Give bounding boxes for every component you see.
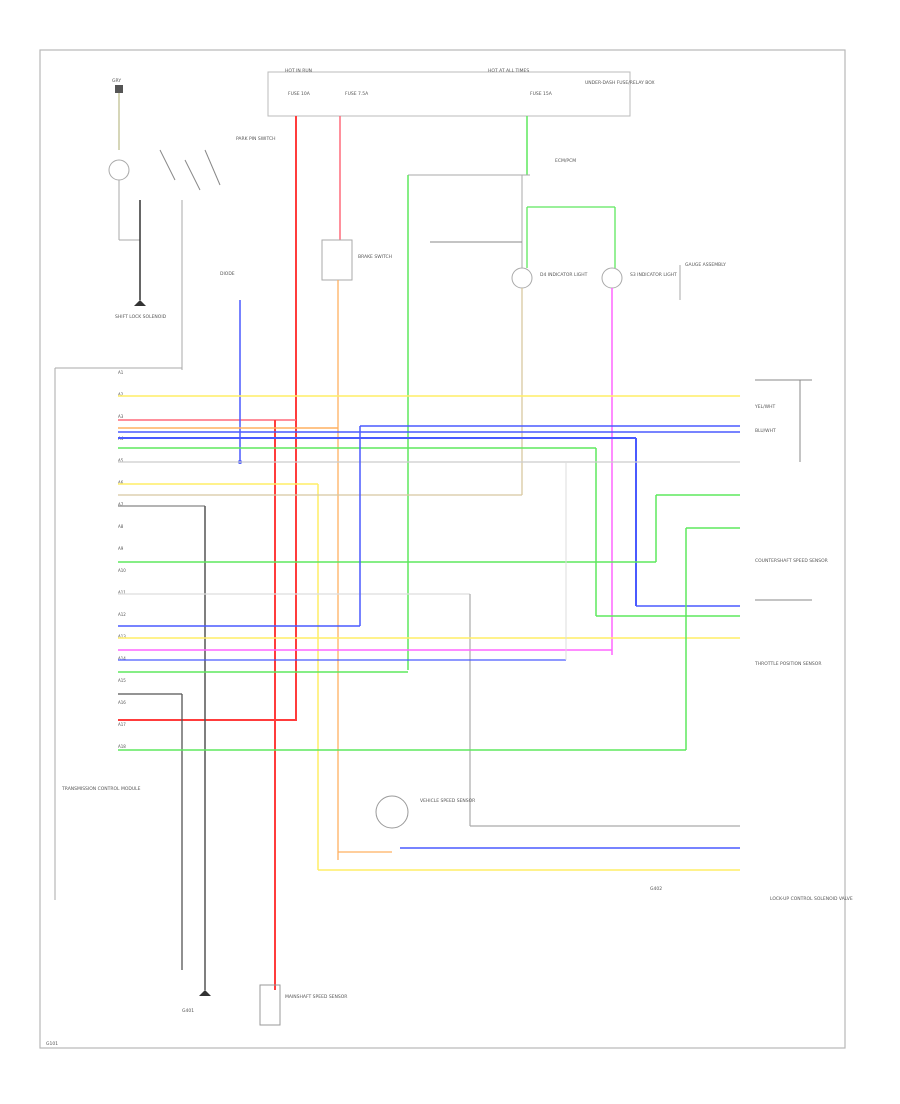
switch-arm-2 xyxy=(184,159,201,191)
pin-label: A9 xyxy=(118,546,124,551)
d4-light-label: D4 INDICATOR LIGHT xyxy=(540,272,588,278)
ground-symbol-bottom xyxy=(199,990,211,996)
fuse-box-right-label: HOT AT ALL TIMES xyxy=(488,68,529,74)
speed-sensor-label: VEHICLE SPEED SENSOR xyxy=(420,798,475,804)
tcm-label: TRANSMISSION CONTROL MODULE xyxy=(61,786,141,792)
pin-label: A12 xyxy=(118,612,126,617)
switch-arm-3 xyxy=(204,149,221,186)
pin-label: A1 xyxy=(118,370,124,375)
fuse-box-left-label: HOT IN RUN xyxy=(285,68,312,74)
pin-label: A18 xyxy=(118,744,126,749)
wire-red-main xyxy=(118,116,297,721)
brake-switch-label: BRAKE SWITCH xyxy=(358,254,392,260)
d4-light-symbol xyxy=(511,267,533,289)
pin-label: A6 xyxy=(118,480,124,485)
fuse-a-label: FUSE 10A xyxy=(288,91,311,97)
gauge-module-label: MAINSHAFT SPEED SENSOR xyxy=(285,994,347,1000)
pin-label: A17 xyxy=(118,722,126,727)
switch-arm-1 xyxy=(159,149,176,181)
diode-label: DIODE xyxy=(220,271,235,277)
brake-switch-box xyxy=(321,239,353,281)
pin-label: A14 xyxy=(118,656,126,661)
pin-label: A7 xyxy=(118,502,124,507)
fuse-c-label: FUSE 15A xyxy=(530,91,553,97)
pin-label: A11 xyxy=(118,590,126,595)
pin-label: A2 xyxy=(118,392,124,397)
fuse-b-label: FUSE 7.5A xyxy=(345,91,369,97)
gauge-assembly-label: GAUGE ASSEMBLY xyxy=(685,262,726,268)
throttle-sensor-label: THROTTLE POSITION SENSOR xyxy=(754,661,821,667)
ground-symbol-left xyxy=(134,300,146,306)
s3-light-symbol xyxy=(601,267,623,289)
pin-label: A10 xyxy=(118,568,126,573)
s3-light-label: S3 INDICATOR LIGHT xyxy=(630,272,677,278)
ground-right-label: G402 xyxy=(650,886,662,892)
ecm-label: ECM/PCM xyxy=(555,158,576,164)
pin-label: A15 xyxy=(118,678,126,683)
solenoid-valve-label: LOCK-UP CONTROL SOLENOID VALVE xyxy=(770,896,853,902)
pin-label: A8 xyxy=(118,524,124,529)
pin-label: A3 xyxy=(118,414,124,419)
tcm-pin-column: A1 A2 A3 A4 A5 A6 A7 A8 A9 A10 A11 A12 A… xyxy=(118,370,126,749)
speed-sensor-symbol xyxy=(375,795,409,829)
wire-label-blu-wht: BLU/WHT xyxy=(755,428,776,434)
park-pin-label: PARK PIN SWITCH xyxy=(236,136,276,142)
connector-block xyxy=(115,85,123,93)
wire-label-yel-wht: YEL/WHT xyxy=(754,404,775,410)
pin-label: A5 xyxy=(118,458,124,463)
gauge-module-box xyxy=(259,984,281,1026)
shift-solenoid-label: SHIFT LOCK SOLENOID xyxy=(115,314,167,320)
fuse-box xyxy=(267,71,631,117)
pin-label: A16 xyxy=(118,700,126,705)
shift-solenoid-symbol xyxy=(108,159,130,181)
figure-number: G101 xyxy=(46,1041,58,1047)
diagram-border xyxy=(39,49,846,1049)
countershaft-label: COUNTERSHAFT SPEED SENSOR xyxy=(755,558,828,564)
battery-label: GRY xyxy=(112,78,121,84)
fuse-box-side-note: UNDER-DASH FUSE/RELAY BOX xyxy=(585,80,655,86)
ground-left-label: G401 xyxy=(182,1008,194,1014)
pin-label: A13 xyxy=(118,634,126,639)
